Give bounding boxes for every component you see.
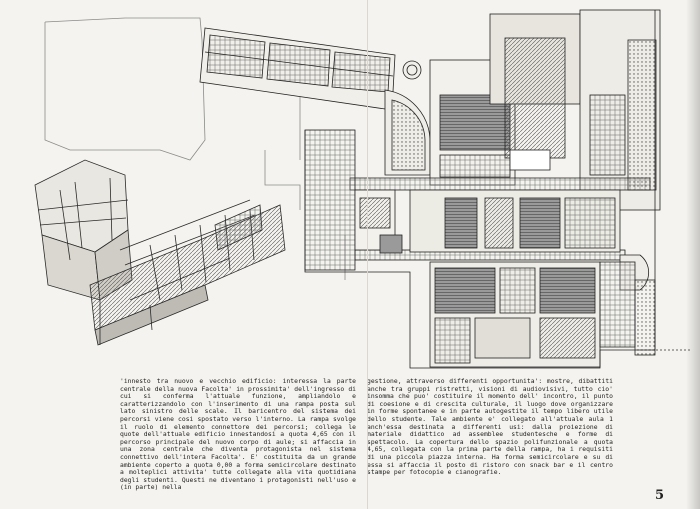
- floor-plan: [199, 9, 661, 369]
- page-fold: [367, 0, 368, 509]
- body-text-left: 'innesto tra nuovo e vecchio edificio: i…: [120, 378, 360, 492]
- isometric-sketch: [34, 159, 286, 346]
- scan-edge-shadow: [686, 0, 700, 509]
- architectural-drawing: [34, 9, 690, 369]
- body-text-right: gestione, attraverso differenti opportun…: [367, 378, 617, 477]
- page-number: 5: [655, 488, 665, 503]
